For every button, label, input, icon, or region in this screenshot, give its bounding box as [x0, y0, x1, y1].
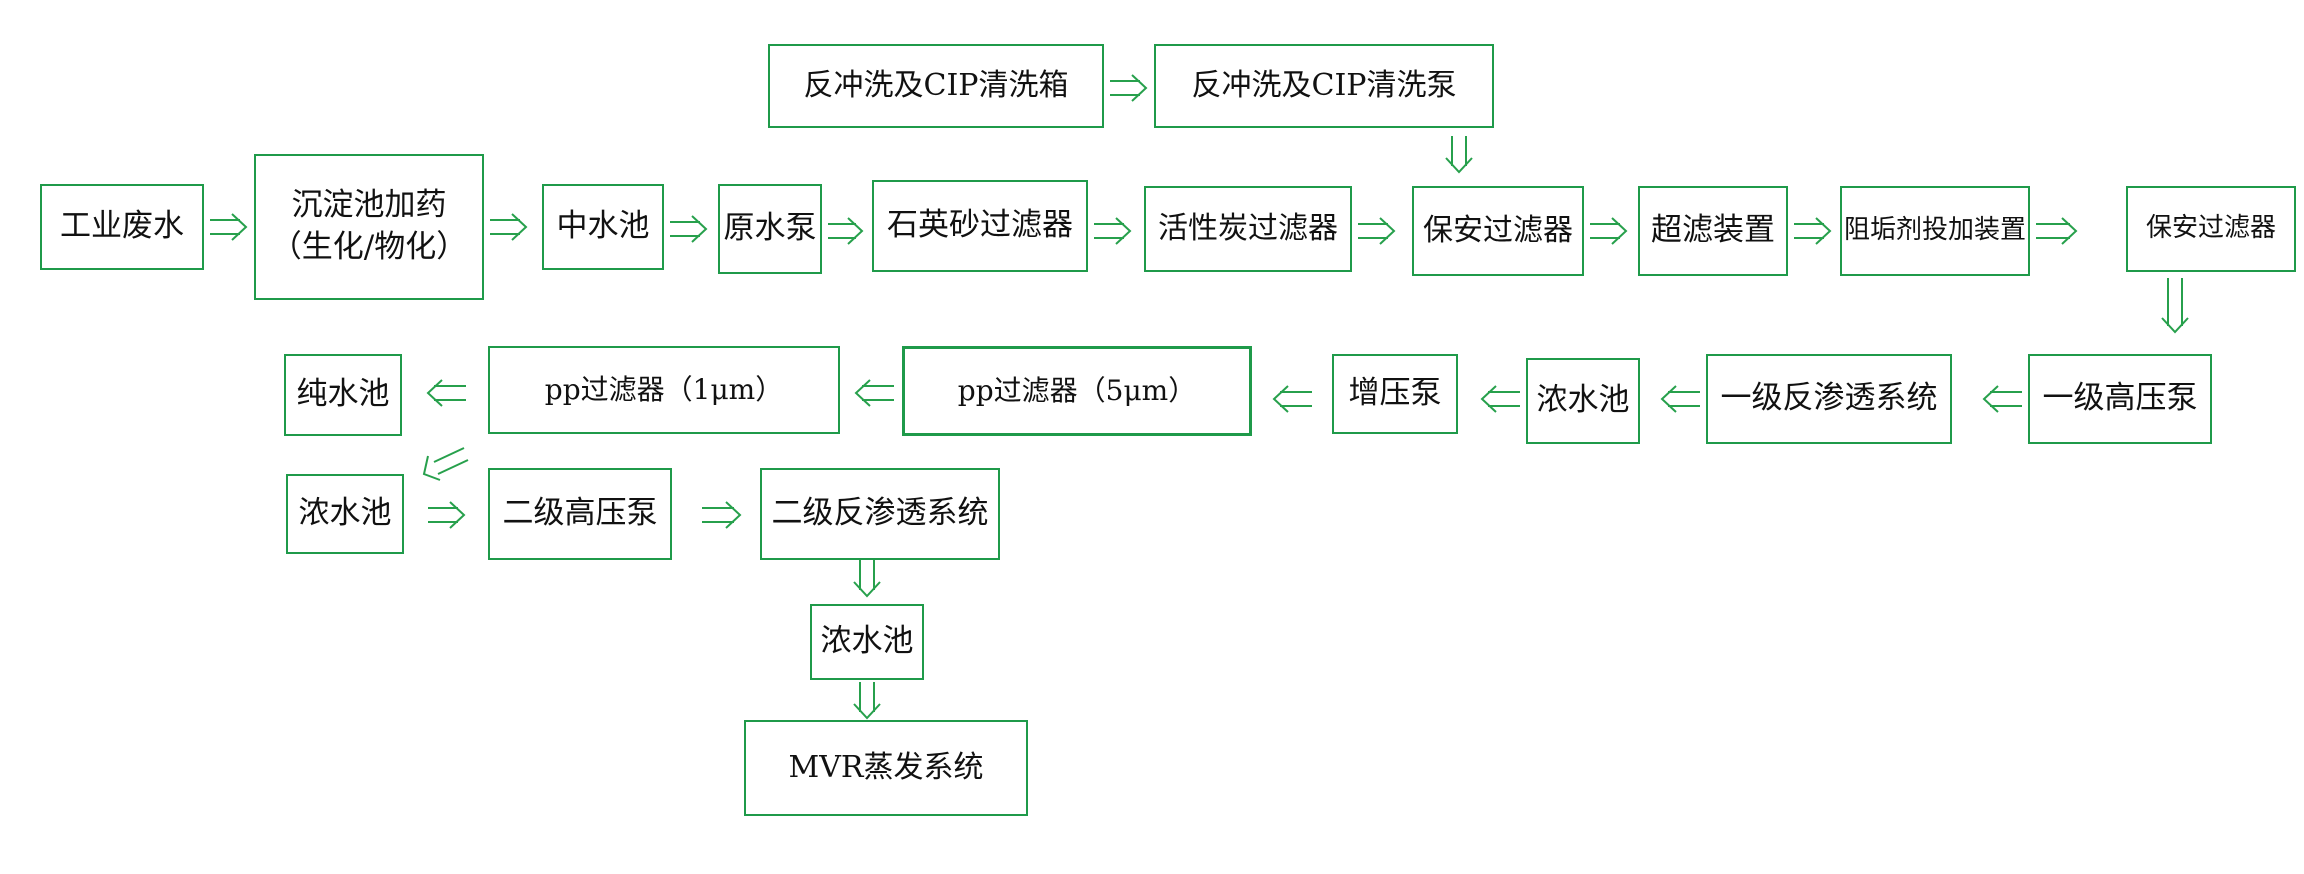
sedimentation-box: 沉淀池加药 （生化/物化）: [254, 154, 484, 300]
concentrate-pool-1-box: 浓水池: [1526, 358, 1640, 444]
flow-arrow-down: [2161, 278, 2189, 334]
concentrate-pool-3-label: 浓水池: [820, 623, 914, 660]
secondary-ro-label: 二级反渗透系统: [771, 495, 989, 532]
flow-arrow-right: [670, 215, 708, 243]
flow-arrow-right: [702, 501, 742, 529]
flow-arrow-down: [853, 682, 881, 720]
flow-arrow-right: [1110, 74, 1148, 102]
concentrate-pool-2-box: 浓水池: [286, 474, 404, 554]
antiscalant-dosing-box: 阻垢剂投加装置: [1840, 186, 2030, 276]
flow-arrow-left: [1982, 385, 2022, 413]
security-filter-1-label: 保安过滤器: [1423, 212, 1573, 248]
primary-hp-pump-box: 一级高压泵: [2028, 354, 2212, 444]
backwash-pump-box: 反冲洗及CIP清洗泵: [1154, 44, 1494, 128]
antiscalant-dosing-label: 阻垢剂投加装置: [1843, 215, 2026, 246]
flow-arrow-down: [1445, 136, 1473, 174]
flow-arrow-left: [1660, 385, 1700, 413]
concentrate-pool-2-label: 浓水池: [298, 495, 392, 532]
middle-pool-label: 中水池: [556, 208, 650, 245]
secondary-hp-pump-label: 二级高压泵: [502, 495, 658, 532]
flow-arrow-left: [854, 379, 894, 407]
raw-water-pump-box: 原水泵: [718, 184, 822, 274]
quartz-sand-filter-box: 石英砂过滤器: [872, 180, 1088, 272]
pure-water-pool-box: 纯水池: [284, 354, 402, 436]
flow-arrow-diagonal: [422, 447, 469, 481]
quartz-sand-filter-label: 石英砂过滤器: [887, 207, 1073, 244]
activated-carbon-filter-box: 活性炭过滤器: [1144, 186, 1352, 272]
mvr-evaporation-box: MVR蒸发系统: [744, 720, 1028, 816]
flow-arrow-right: [1358, 217, 1396, 245]
concentrate-pool-1-label: 浓水池: [1536, 382, 1630, 419]
flow-arrow-right: [1590, 217, 1628, 245]
flow-arrow-left: [1480, 385, 1520, 413]
secondary-ro-box: 二级反渗透系统: [760, 468, 1000, 560]
concentrate-pool-3-box: 浓水池: [810, 604, 924, 680]
flow-arrow-left: [1272, 385, 1312, 413]
flow-arrow-right: [828, 217, 864, 245]
secondary-hp-pump-box: 二级高压泵: [488, 468, 672, 560]
backwash-tank-box: 反冲洗及CIP清洗箱: [768, 44, 1104, 128]
flow-arrow-right: [1794, 217, 1832, 245]
industrial-wastewater-label: 工业废水: [60, 208, 184, 245]
primary-ro-label: 一级反渗透系统: [1720, 380, 1938, 417]
flow-arrow-right: [1094, 217, 1132, 245]
pure-water-pool-label: 纯水池: [296, 376, 390, 413]
pp-filter-5um-label: pp过滤器（5μm）: [957, 374, 1197, 408]
ultrafiltration-label: 超滤装置: [1651, 212, 1775, 249]
backwash-tank-label: 反冲洗及CIP清洗箱: [803, 67, 1069, 103]
booster-pump-box: 增压泵: [1332, 354, 1458, 434]
middle-pool-box: 中水池: [542, 184, 664, 270]
industrial-wastewater-box: 工业废水: [40, 184, 204, 270]
activated-carbon-filter-label: 活性炭过滤器: [1158, 210, 1338, 246]
raw-water-pump-label: 原水泵: [723, 210, 817, 247]
pp-filter-1um-label: pp过滤器（1μm）: [544, 373, 784, 407]
mvr-evaporation-label: MVR蒸发系统: [788, 749, 984, 785]
security-filter-1-box: 保安过滤器: [1412, 186, 1584, 276]
flow-arrow-right: [428, 501, 466, 529]
backwash-pump-label: 反冲洗及CIP清洗泵: [1191, 67, 1457, 103]
security-filter-2-box: 保安过滤器: [2126, 186, 2296, 272]
pp-filter-1um-box: pp过滤器（1μm）: [488, 346, 840, 434]
sedimentation-sublabel: （生化/物化）: [270, 229, 468, 265]
flow-arrow-down: [853, 560, 881, 598]
security-filter-2-label: 保安过滤器: [2145, 213, 2276, 244]
pp-filter-5um-box: pp过滤器（5μm）: [902, 346, 1252, 436]
primary-hp-pump-label: 一级高压泵: [2042, 380, 2198, 417]
sedimentation-label: 沉淀池加药: [291, 187, 447, 224]
primary-ro-box: 一级反渗透系统: [1706, 354, 1952, 444]
booster-pump-label: 增压泵: [1348, 375, 1442, 412]
flow-arrow-left: [426, 379, 466, 407]
flow-arrow-right: [210, 213, 248, 241]
flow-arrow-right: [490, 213, 528, 241]
flow-arrow-right: [2036, 217, 2078, 245]
ultrafiltration-box: 超滤装置: [1638, 186, 1788, 276]
